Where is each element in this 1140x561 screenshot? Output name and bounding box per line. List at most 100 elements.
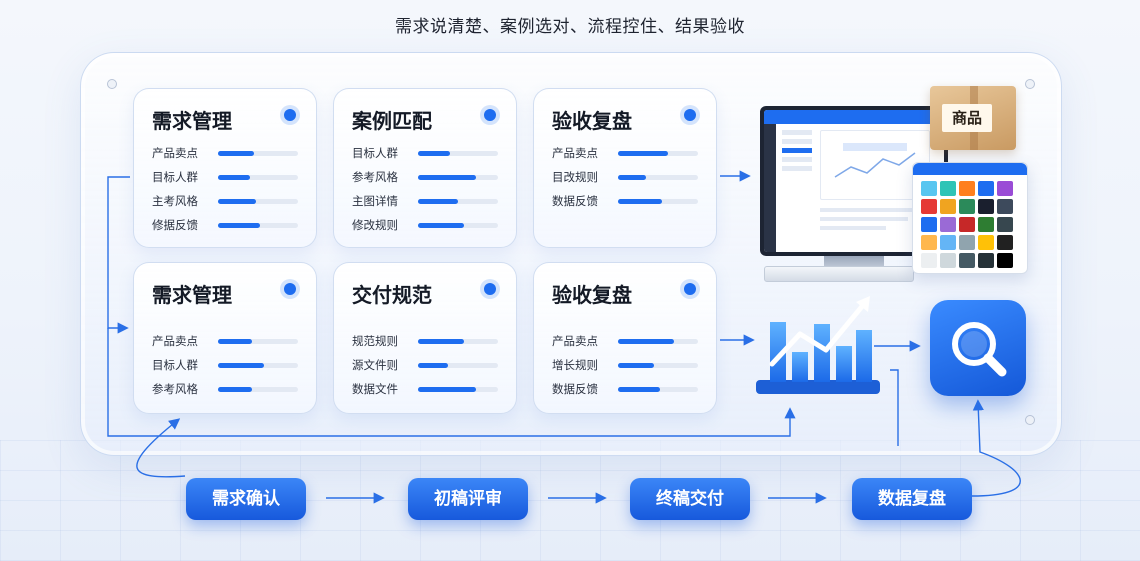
card-case-matching[interactable]: 案例匹配 目标人群 参考风格 主图详情 修改规则	[333, 88, 517, 248]
progress-fill	[618, 150, 668, 156]
page-headline: 需求说清楚、案例选对、流程控住、结果验收	[395, 17, 745, 37]
progress-track	[418, 174, 498, 180]
row-label: 目标人群	[352, 146, 398, 160]
progress-track	[218, 174, 298, 180]
color-palette-icon	[912, 162, 1028, 274]
row-label: 主考风格	[152, 194, 198, 208]
step-draft-review-button[interactable]: 初稿评审	[408, 478, 528, 520]
row-label: 目标人群	[152, 358, 198, 372]
color-swatch	[959, 217, 975, 232]
card-row: 修据反馈	[152, 213, 298, 237]
status-dot-icon	[284, 283, 296, 295]
status-dot-icon	[684, 109, 696, 121]
progress-fill	[618, 174, 646, 180]
card-row: 数据反馈	[552, 189, 698, 213]
progress-track	[418, 338, 498, 344]
progress-fill	[218, 362, 265, 368]
connector-line	[890, 369, 899, 446]
color-swatch	[940, 217, 956, 232]
screw-icon	[107, 79, 117, 89]
progress-fill	[218, 150, 254, 156]
progress-fill	[618, 362, 654, 368]
card-row: 数据文件	[352, 377, 498, 401]
color-swatch	[921, 181, 937, 196]
progress-fill	[618, 198, 662, 204]
color-swatch	[978, 253, 994, 268]
card-row: 产品卖点	[152, 141, 298, 165]
step-demand-confirm-button[interactable]: 需求确认	[186, 478, 306, 520]
status-dot-icon	[484, 109, 496, 121]
card-delivery-standards[interactable]: 交付规范 规范规则 源文件则 数据文件	[333, 262, 517, 414]
row-label: 数据文件	[352, 382, 398, 396]
progress-track	[618, 198, 698, 204]
card-row: 目标人群	[152, 165, 298, 189]
card-demand-management-1[interactable]: 需求管理 产品卖点 目标人群 主考风格 修据反馈	[133, 88, 317, 248]
card-acceptance-review-2[interactable]: 验收复盘 产品卖点 增长规则 数据反馈	[533, 262, 717, 414]
progress-track	[618, 150, 698, 156]
card-row: 修改规则	[352, 213, 498, 237]
card-row: 源文件则	[352, 353, 498, 377]
screw-icon	[1025, 79, 1035, 89]
progress-fill	[418, 222, 465, 228]
connector-line	[107, 328, 796, 437]
progress-track	[418, 222, 498, 228]
progress-track	[218, 198, 298, 204]
card-row: 产品卖点	[552, 141, 698, 165]
progress-track	[218, 338, 298, 344]
card-acceptance-review-1[interactable]: 验收复盘 产品卖点 目改规则 数据反馈	[533, 88, 717, 248]
color-swatch	[978, 181, 994, 196]
keyboard-icon	[764, 266, 914, 282]
color-swatch	[997, 253, 1013, 268]
status-dot-icon	[284, 109, 296, 121]
connector-line	[107, 176, 130, 334]
row-label: 产品卖点	[552, 146, 598, 160]
search-icon[interactable]	[930, 300, 1026, 396]
progress-fill	[218, 386, 252, 392]
card-row: 增长规则	[552, 353, 698, 377]
progress-track	[218, 386, 298, 392]
card-row: 目标人群	[152, 353, 298, 377]
color-swatch	[978, 235, 994, 250]
row-label: 源文件则	[352, 358, 398, 372]
step-final-delivery-button[interactable]: 终稿交付	[630, 478, 750, 520]
progress-fill	[618, 338, 674, 344]
color-swatch	[921, 253, 937, 268]
card-demand-management-2[interactable]: 需求管理 产品卖点 目标人群 参考风格	[133, 262, 317, 414]
row-label: 修改规则	[352, 218, 398, 232]
progress-track	[618, 174, 698, 180]
progress-track	[218, 362, 298, 368]
row-label: 修据反馈	[152, 218, 198, 232]
color-swatch	[940, 181, 956, 196]
card-title: 案例匹配	[352, 109, 432, 133]
card-row: 规范规则	[352, 329, 498, 353]
color-swatch	[940, 199, 956, 214]
color-swatch	[959, 199, 975, 214]
progress-track	[218, 222, 298, 228]
progress-track	[418, 150, 498, 156]
progress-track	[418, 386, 498, 392]
status-dot-icon	[684, 283, 696, 295]
row-label: 产品卖点	[152, 146, 198, 160]
color-swatch	[940, 253, 956, 268]
row-label: 产品卖点	[552, 334, 598, 348]
progress-fill	[618, 386, 660, 392]
step-data-review-button[interactable]: 数据复盘	[852, 478, 972, 520]
screw-icon	[1025, 415, 1035, 425]
progress-track	[618, 386, 698, 392]
progress-fill	[418, 386, 476, 392]
box-label: 商品	[942, 104, 992, 132]
progress-fill	[418, 174, 476, 180]
card-row: 目改规则	[552, 165, 698, 189]
color-swatch	[978, 199, 994, 214]
card-row: 目标人群	[352, 141, 498, 165]
card-row: 主图详情	[352, 189, 498, 213]
progress-fill	[418, 338, 465, 344]
row-label: 数据反馈	[552, 194, 598, 208]
row-label: 产品卖点	[152, 334, 198, 348]
card-title: 验收复盘	[552, 109, 632, 133]
color-swatch	[959, 181, 975, 196]
progress-track	[218, 150, 298, 156]
card-title: 需求管理	[152, 283, 232, 307]
row-label: 主图详情	[352, 194, 398, 208]
row-label: 参考风格	[352, 170, 398, 184]
